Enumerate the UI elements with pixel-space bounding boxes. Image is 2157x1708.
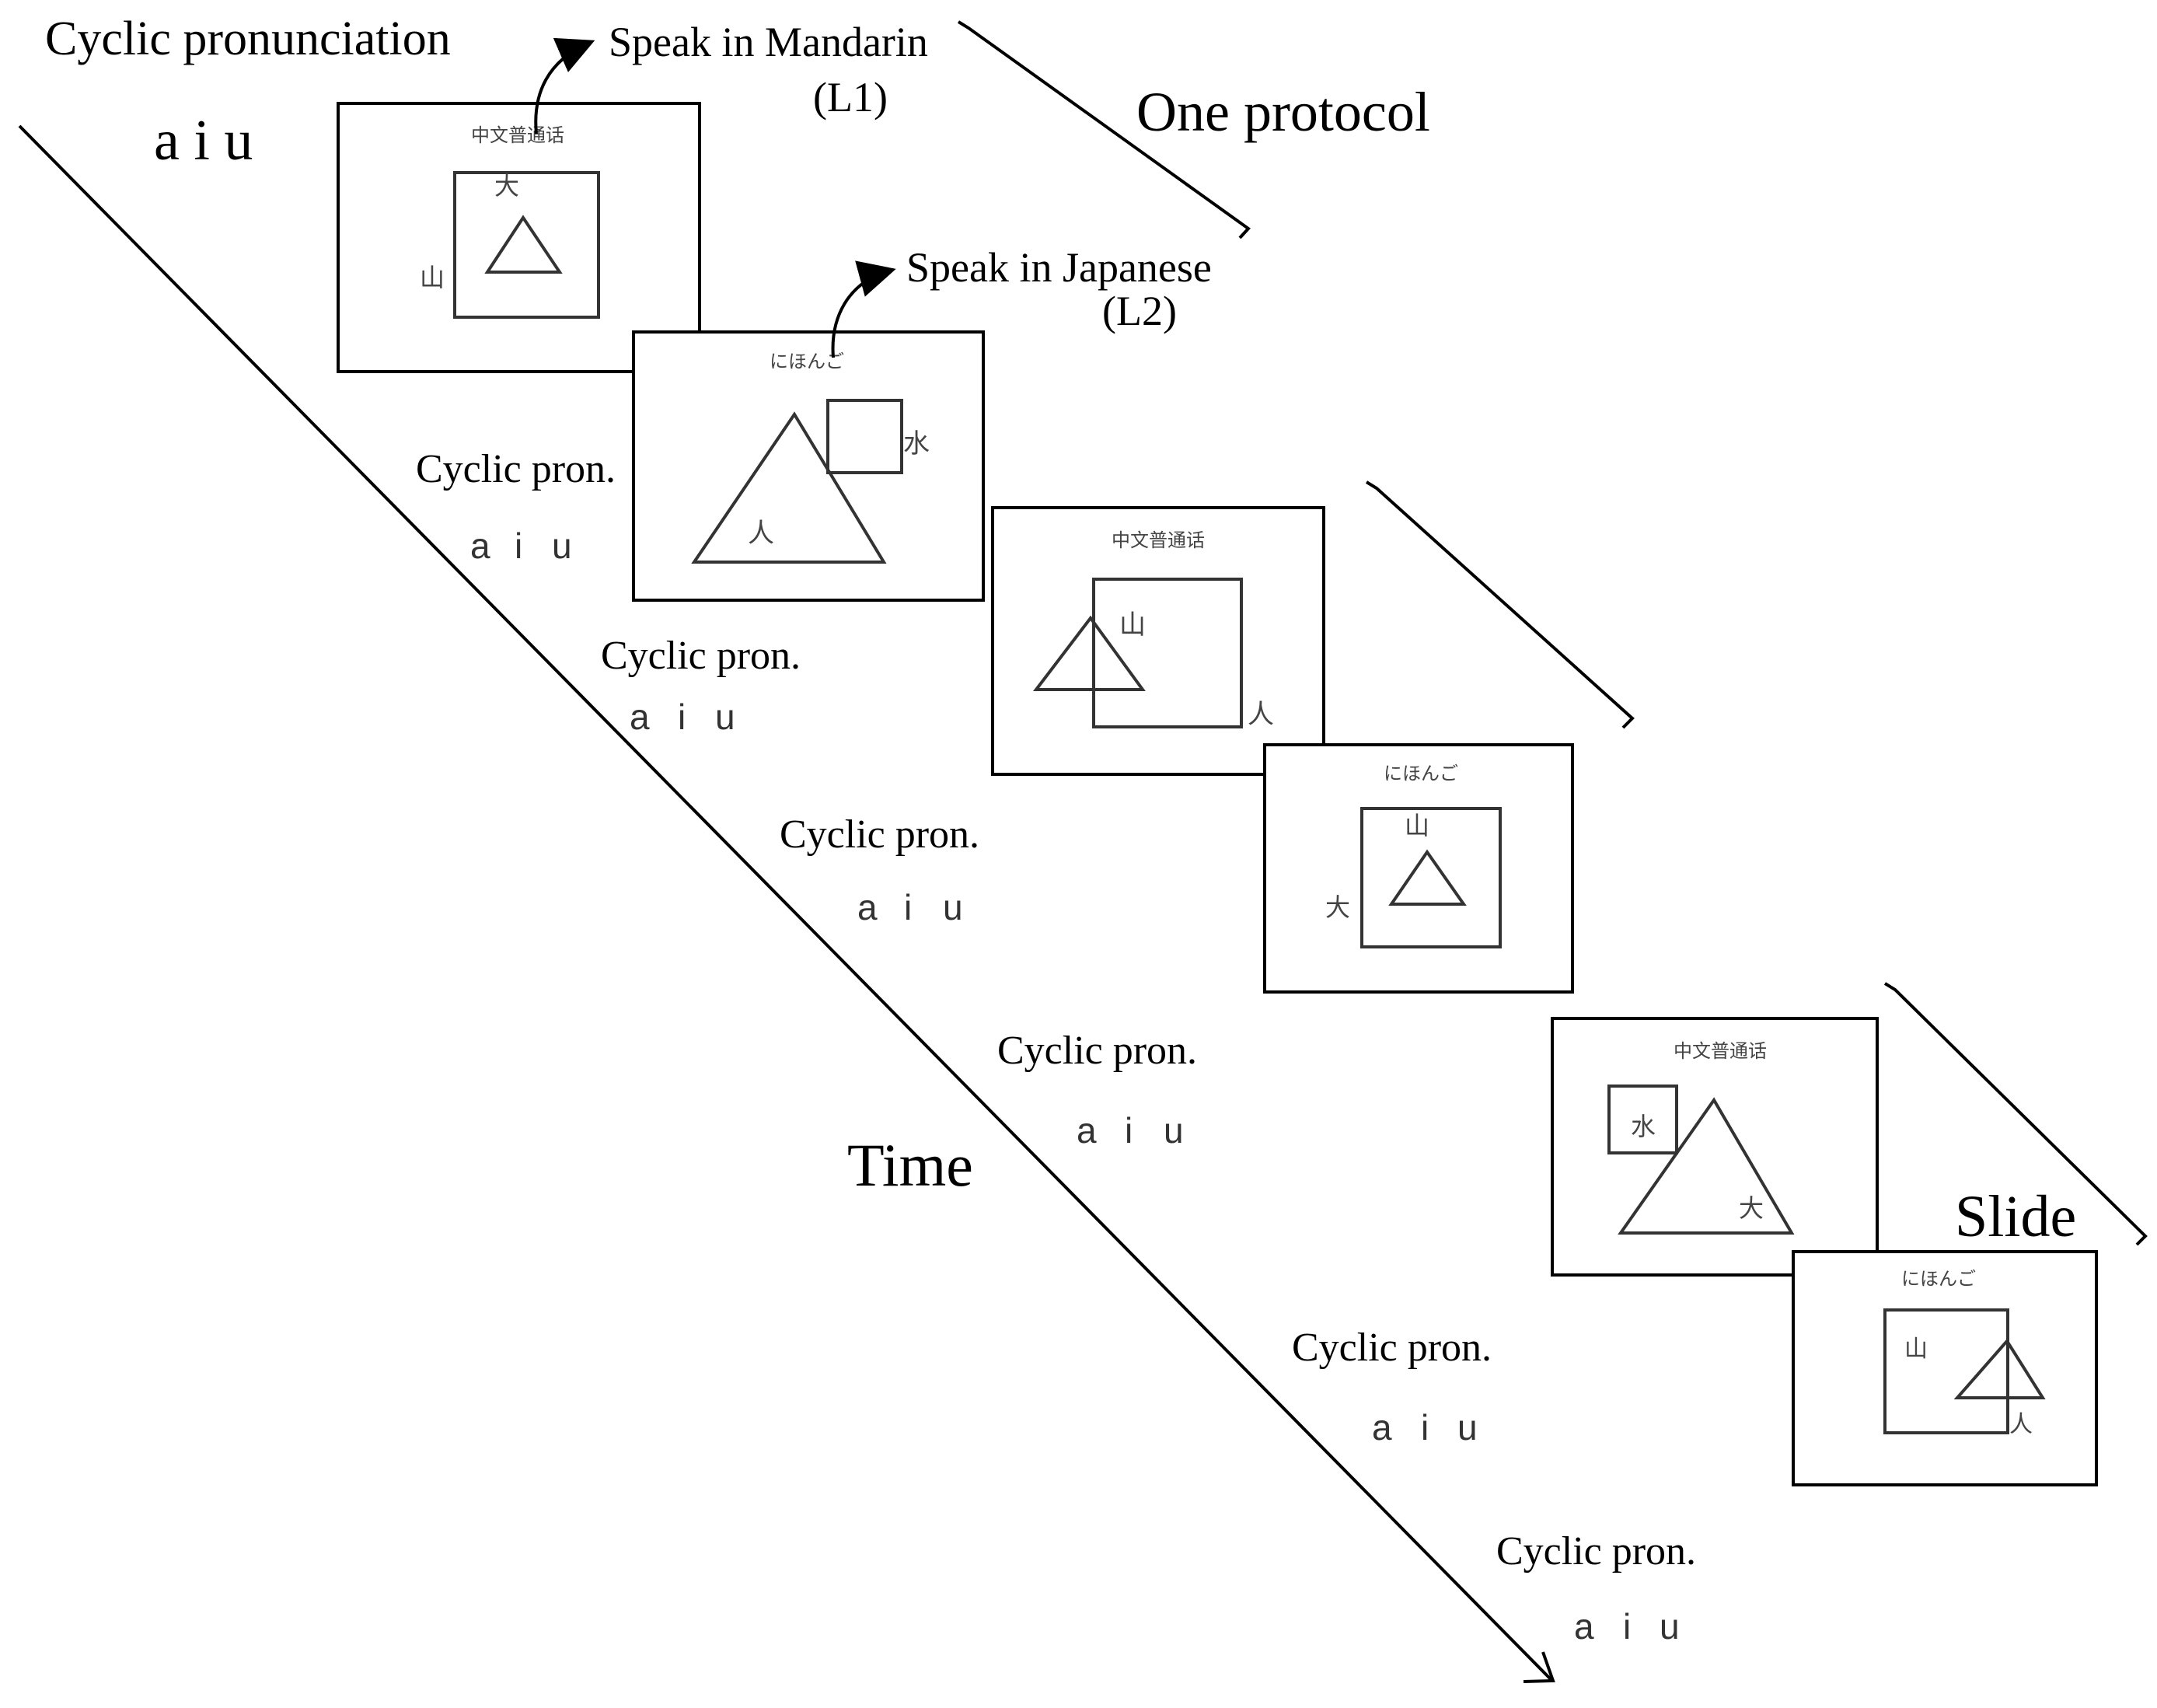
slide-char: 人: [1248, 699, 1274, 730]
japanese-tag: (L2): [1102, 288, 1177, 334]
slide-5-mandarin: 中文普通话 水 大: [1551, 1017, 1879, 1277]
mandarin-callout: Speak in Mandarin: [609, 19, 928, 65]
slide-3-mandarin: 中文普通话 山 人: [991, 506, 1325, 776]
vowel-a: a: [1372, 1407, 1392, 1448]
cyclic-label: Cyclic pron.: [416, 447, 616, 491]
slide-header: にほんご: [1384, 763, 1458, 784]
slide-char: 人: [748, 518, 774, 549]
slide-6-japanese: にほんご 山 人: [1792, 1250, 2098, 1486]
slide-char: 山: [1119, 610, 1146, 641]
mandarin-callout-arrow: [534, 37, 595, 134]
slide-1-mandarin: 中文普通话 大 山: [337, 102, 701, 373]
vowel-i: i: [1421, 1407, 1429, 1448]
slide-label: Slide: [1955, 1184, 2076, 1249]
vowel-u: u: [1457, 1407, 1478, 1448]
cyclic-block-6: Cyclic pron. a i u: [1496, 1529, 1696, 1647]
slide-2-japanese: にほんご 水 人: [632, 330, 985, 602]
time-axis-line: [18, 124, 1552, 1681]
vowel-u: u: [552, 526, 572, 566]
cyclic-block-2: Cyclic pron. a i u: [601, 634, 801, 737]
time-axis-arrowhead: [1523, 1651, 1555, 1683]
vowel-a: a: [857, 887, 878, 927]
slide-char: 水: [903, 428, 930, 459]
cyclic-block-1: Cyclic pron. a i u: [416, 447, 616, 566]
slide-char: 山: [1405, 811, 1429, 840]
cyclic-label: Cyclic pron.: [1292, 1326, 1492, 1370]
cyclic-pronunciation-title: Cyclic pronunciation: [45, 12, 451, 65]
slide-header: 中文普通话: [471, 124, 564, 146]
vowel-i: i: [1623, 1606, 1631, 1647]
slide-char: 山: [420, 263, 445, 292]
heading-vowels: a i u: [154, 109, 253, 173]
cyclic-label: Cyclic pron.: [1496, 1529, 1696, 1574]
slide-char: 大: [1739, 1193, 1764, 1223]
slide-char: 大: [1325, 892, 1350, 922]
vowel-u: u: [1164, 1110, 1184, 1151]
cyclic-label: Cyclic pron.: [601, 634, 801, 678]
one-protocol-label: One protocol: [1136, 81, 1430, 143]
vowel-i: i: [1125, 1110, 1133, 1151]
time-label: Time: [847, 1131, 973, 1199]
japanese-callout-arrow: [831, 260, 896, 358]
vowel-a: a: [630, 697, 650, 737]
vowel-i: i: [515, 526, 522, 566]
slide-char: 山: [1904, 1336, 1928, 1363]
vowel-a: a: [1077, 1110, 1097, 1151]
slide-4-japanese: にほんご 山 大: [1263, 743, 1574, 994]
vowel-u: u: [943, 887, 963, 927]
protocol-bracket-1: [957, 20, 1251, 239]
vowel-u: u: [1660, 1606, 1680, 1647]
protocol-bracket-2: [1365, 480, 1635, 729]
cyclic-block-5: Cyclic pron. a i u: [1292, 1326, 1492, 1448]
slide-header: にほんご: [1901, 1268, 1976, 1290]
vowel-a: a: [1574, 1606, 1594, 1647]
cyclic-block-3: Cyclic pron. a i u: [780, 812, 979, 927]
protocol-bracket-3: [1883, 982, 2148, 1246]
slide-char: 人: [2009, 1411, 2033, 1438]
slide-char: 大: [494, 171, 519, 201]
vowel-u: u: [715, 697, 735, 737]
slide-header: 中文普通话: [1112, 529, 1205, 551]
slide-char: 水: [1631, 1112, 1656, 1141]
cyclic-label: Cyclic pron.: [997, 1029, 1197, 1073]
mandarin-tag: (L1): [813, 74, 888, 121]
cyclic-block-4: Cyclic pron. a i u: [997, 1029, 1197, 1151]
slide-header: 中文普通话: [1674, 1040, 1767, 1062]
japanese-callout: Speak in Japanese: [906, 244, 1212, 291]
vowel-i: i: [904, 887, 912, 927]
vowel-a: a: [470, 526, 490, 566]
cyclic-label: Cyclic pron.: [780, 812, 979, 857]
vowel-i: i: [678, 697, 686, 737]
